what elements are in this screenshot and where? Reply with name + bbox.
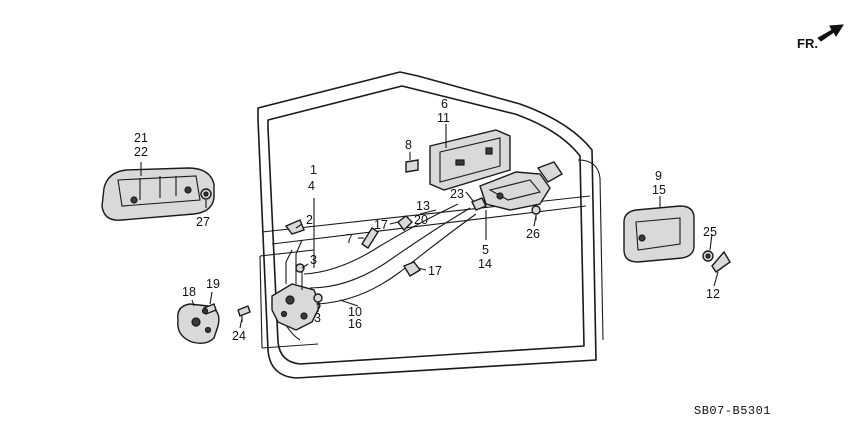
rod-clip-17-upper — [397, 215, 413, 232]
clip-23 — [471, 197, 487, 211]
lock-rods — [303, 203, 477, 305]
callout-3-upper: 3 — [310, 253, 317, 267]
callout-24: 24 — [232, 329, 246, 343]
callout-17-lower: 17 — [428, 264, 442, 278]
block-8 — [405, 159, 419, 173]
callout-22: 22 — [134, 145, 148, 159]
bolt-24 — [237, 305, 251, 322]
callout-27: 27 — [196, 215, 210, 229]
callout-19: 19 — [206, 277, 220, 291]
front-direction-indicator: FR. — [797, 24, 844, 51]
callout-15: 15 — [652, 183, 666, 197]
rod-clip-17-lower — [402, 261, 422, 277]
callout-5: 5 — [482, 243, 489, 257]
striker-plate-18 — [177, 303, 220, 345]
callout-11: 11 — [437, 111, 450, 125]
clip-3-upper — [295, 263, 305, 273]
cover-12 — [711, 250, 731, 273]
front-arrow-icon — [817, 24, 844, 42]
callout-1: 1 — [310, 163, 317, 177]
latch-bracket-lines — [259, 249, 319, 349]
callout-2: 2 — [306, 213, 313, 227]
callout-7: 7 — [346, 232, 353, 246]
door-latch-assembly — [271, 219, 321, 331]
rod-clip-7 — [361, 227, 379, 249]
callout-25: 25 — [703, 225, 717, 239]
leader-lines — [140, 124, 719, 329]
callout-14: 14 — [478, 257, 492, 271]
callout-18: 18 — [182, 285, 196, 299]
handle-nut-27 — [200, 188, 212, 200]
lock-actuator-6 — [429, 129, 511, 191]
outside-handle-assembly — [101, 167, 215, 221]
inside-handle-bezel-9 — [623, 205, 695, 263]
callout-3-lower: 3 — [314, 311, 321, 325]
screw-19 — [201, 303, 217, 315]
callout-8: 8 — [405, 138, 412, 152]
clip-25 — [702, 250, 714, 262]
callout-4: 4 — [308, 179, 315, 193]
screw-26 — [531, 205, 541, 220]
callout-12: 12 — [706, 287, 720, 301]
callout-labels: 21 22 27 18 19 24 1 4 2 3 3 10 16 7 17 1… — [134, 97, 720, 343]
diagram-code: SB07-B5301 — [694, 404, 771, 418]
callout-23: 23 — [450, 187, 464, 201]
callout-16: 16 — [348, 317, 362, 331]
callout-21: 21 — [134, 131, 148, 145]
inside-lock-mechanism-5 — [479, 161, 563, 211]
callout-17-upper: 17 — [374, 218, 388, 232]
front-direction-label: FR. — [797, 36, 818, 51]
callout-20: 20 — [414, 213, 428, 227]
callout-6: 6 — [441, 97, 448, 111]
callout-9: 9 — [655, 169, 662, 183]
callout-26: 26 — [526, 227, 540, 241]
callout-10: 10 — [348, 305, 362, 319]
clip-3-lower — [313, 293, 323, 303]
callout-13: 13 — [416, 199, 430, 213]
